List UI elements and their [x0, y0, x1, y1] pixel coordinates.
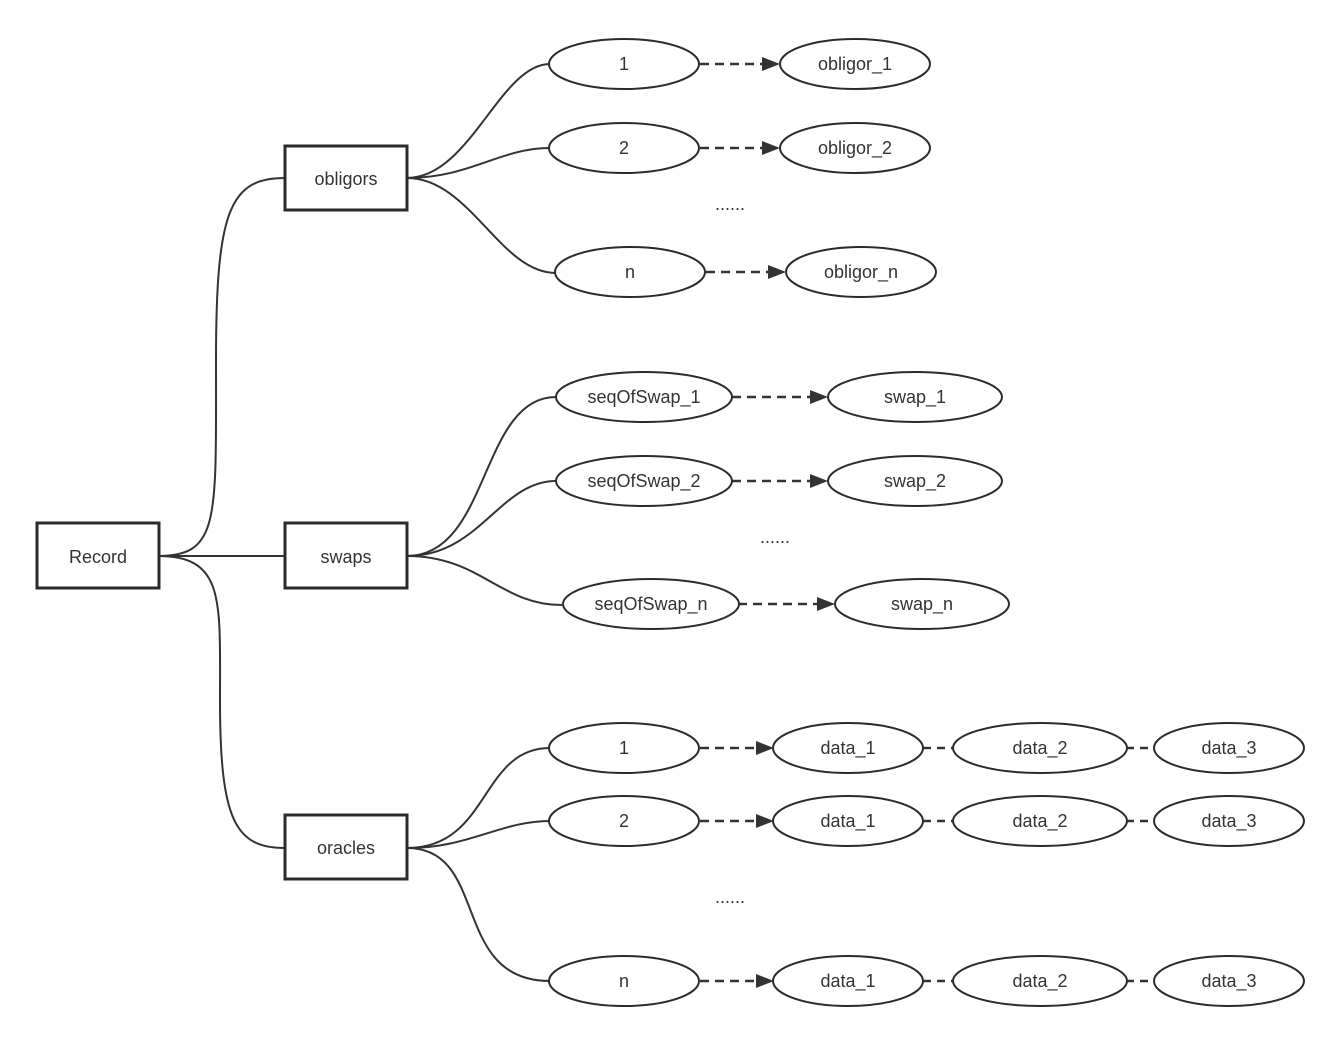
oracles-data-label: data_2 — [1012, 811, 1067, 832]
swaps-key-node: seqOfSwap_1 — [555, 371, 733, 423]
edge-oracles-key-n — [406, 847, 551, 982]
oracles-data-node: data_1 — [772, 722, 924, 774]
root-node: Record — [35, 521, 161, 590]
obligors-value-node: obligor_2 — [779, 122, 931, 174]
obligors-value-node: obligor_1 — [779, 38, 931, 90]
group-node-swaps: swaps — [283, 521, 409, 590]
oracles-key-node: n — [548, 955, 700, 1007]
oracles-data-node: data_3 — [1153, 955, 1305, 1007]
group-label-swaps: swaps — [320, 547, 371, 567]
swaps-key-label: seqOfSwap_1 — [587, 387, 700, 408]
oracles-data-label: data_3 — [1201, 811, 1256, 832]
obligors-key-node: 1 — [548, 38, 700, 90]
obligors-value-label: obligor_n — [824, 262, 898, 283]
oracles-key-node: 2 — [548, 795, 700, 847]
obligors-value-label: obligor_1 — [818, 54, 892, 75]
swaps-ellipsis: ...... — [760, 527, 790, 547]
swaps-key-label: seqOfSwap_n — [594, 594, 707, 615]
oracles-data-node: data_1 — [772, 955, 924, 1007]
edge-record-oracles — [157, 555, 286, 849]
obligors-arrows — [700, 57, 786, 279]
obligors-key-label: 1 — [619, 54, 629, 74]
oracles-data-node: data_3 — [1153, 795, 1305, 847]
oracles-data-node: data_2 — [952, 795, 1128, 847]
obligors-key-label: n — [625, 262, 635, 282]
oracles-key-node: 1 — [548, 722, 700, 774]
oracles-data-label: data_2 — [1012, 738, 1067, 759]
oracles-data-label: data_1 — [820, 971, 875, 992]
swaps-value-label: swap_1 — [884, 387, 946, 408]
root-label: Record — [69, 547, 127, 567]
group-node-obligors: obligors — [283, 144, 409, 212]
oracles-key-label: n — [619, 971, 629, 991]
oracles-data-node: data_2 — [952, 722, 1128, 774]
oracles-data-node: data_3 — [1153, 722, 1305, 774]
obligors-key-node: 2 — [548, 122, 700, 174]
edge-obligors-key-1 — [406, 63, 551, 179]
swaps-key-node: seqOfSwap_2 — [555, 455, 733, 507]
oracles-data-label: data_2 — [1012, 971, 1067, 992]
swaps-arrows — [732, 390, 835, 611]
edge-swaps-key-2 — [406, 480, 557, 557]
edge-obligors-key-2 — [406, 147, 551, 179]
swaps-value-node: swap_1 — [827, 371, 1003, 423]
oracles-arrows — [700, 741, 1155, 988]
group-label-obligors: obligors — [314, 169, 377, 189]
edge-obligors-key-n — [406, 177, 557, 274]
group-label-oracles: oracles — [317, 838, 375, 858]
obligors-value-node: obligor_n — [785, 246, 937, 298]
swaps-value-node: swap_2 — [827, 455, 1003, 507]
oracles-ellipsis: ...... — [715, 887, 745, 907]
oracles-data-node: data_1 — [772, 795, 924, 847]
oracles-data-label: data_1 — [820, 738, 875, 759]
oracles-data-node: data_2 — [952, 955, 1128, 1007]
oracles-data-label: data_1 — [820, 811, 875, 832]
oracles-data-label: data_3 — [1201, 738, 1256, 759]
obligors-ellipsis: ...... — [715, 194, 745, 214]
oracles-data-label: data_3 — [1201, 971, 1256, 992]
edge-swaps-key-1 — [406, 396, 557, 557]
edge-oracles-key-2 — [406, 820, 551, 849]
swaps-value-label: swap_n — [891, 594, 953, 615]
oracles-key-label: 2 — [619, 811, 629, 831]
obligors-key-node: n — [554, 246, 706, 298]
obligors-key-label: 2 — [619, 138, 629, 158]
swaps-value-node: swap_n — [834, 578, 1010, 630]
edge-record-obligors — [157, 177, 286, 557]
group-node-oracles: oracles — [283, 813, 409, 881]
edge-swaps-key-n — [406, 555, 563, 606]
swaps-value-label: swap_2 — [884, 471, 946, 492]
swaps-key-label: seqOfSwap_2 — [587, 471, 700, 492]
obligors-value-label: obligor_2 — [818, 138, 892, 159]
edge-oracles-key-1 — [406, 747, 551, 849]
oracles-key-label: 1 — [619, 738, 629, 758]
swaps-key-node: seqOfSwap_n — [562, 578, 740, 630]
